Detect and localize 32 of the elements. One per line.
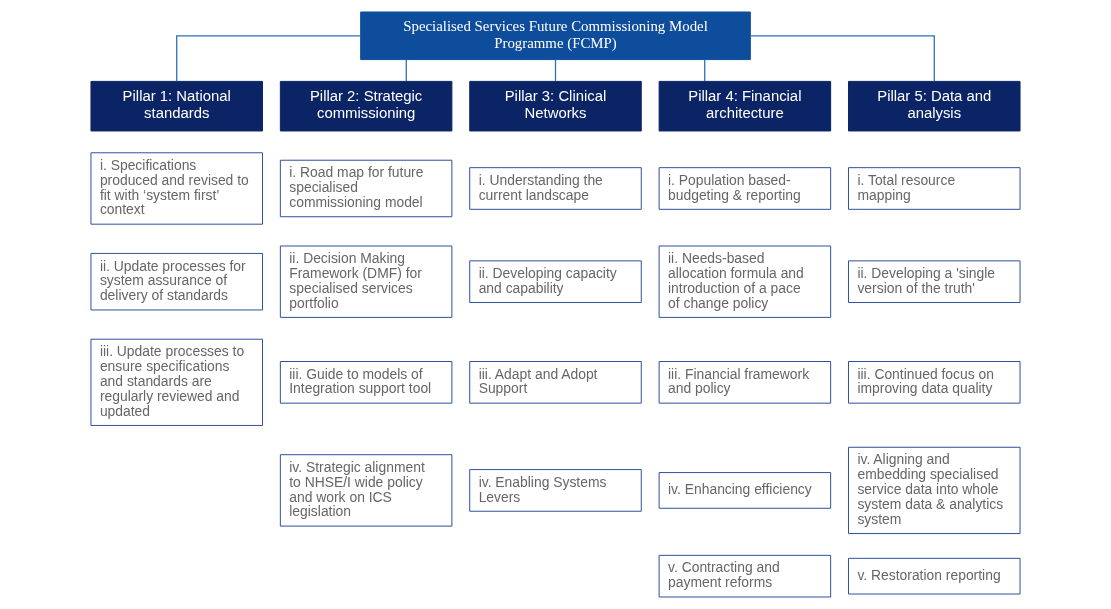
node-box: iii. Continued focus on improving data quality: [848, 361, 1021, 404]
connector: [176, 35, 362, 82]
node-box: Pillar 4: Financial architecture: [658, 80, 832, 132]
node-box: Pillar 5: Data and analysis: [848, 80, 1021, 132]
node-box: Pillar 1: National standards: [90, 80, 263, 132]
node-box: iii. Adapt and Adopt Support: [469, 361, 642, 404]
node-box: Specialised Services Future Commissioning Model Programme (FCMP): [360, 11, 751, 61]
node-box: v. Restoration reporting: [848, 557, 1021, 595]
connector: [554, 59, 557, 82]
node-box: iii. Update processes to ensure specifications and standards are regularly reviewed and updated: [90, 338, 263, 426]
connector: [704, 59, 706, 82]
node-box: i. Population based-budgeting & reporting: [658, 167, 832, 210]
node-box: ii. Developing a 'single version of the truth': [848, 260, 1021, 303]
node-box: Pillar 3: Clinical Networks: [469, 80, 642, 132]
node-box: Pillar 2: Strategic commissioning: [279, 80, 453, 132]
node-box: ii. Decision Making Framework (DMF) for specialised services portfolio: [279, 245, 453, 318]
node-box: iv. Strategic alignment to NHSE/I wide policy and work on ICS legislation: [279, 454, 453, 527]
node-box: ii. Needs-based allocation formula and introduction of a pace of change policy: [658, 245, 832, 318]
connector: [749, 35, 935, 82]
node-box: v. Contracting and payment reforms: [658, 554, 832, 598]
node-box: ii. Developing capacity and capability: [469, 260, 642, 303]
node-box: i. Total resource mapping: [848, 167, 1021, 210]
connector: [405, 59, 407, 82]
node-box: iv. Enabling Systems Levers: [469, 469, 642, 512]
node-box: ii. Update processes for system assurance of delivery of standards: [90, 252, 263, 311]
node-box: i. Road map for future specialised commissioning model: [279, 159, 453, 218]
node-box: iv. Aligning and embedding specialised service data into whole system data & analytics system: [848, 446, 1021, 535]
node-box: iii. Financial framework and policy: [658, 361, 832, 404]
node-box: i. Understanding the current landscape: [469, 167, 642, 210]
node-box: iv. Enhancing efficiency: [658, 472, 832, 509]
node-box: iii. Guide to models of Integration support tool: [279, 361, 453, 404]
node-box: i. Specifications produced and revised to fit with ‘system first’ context: [90, 152, 263, 225]
